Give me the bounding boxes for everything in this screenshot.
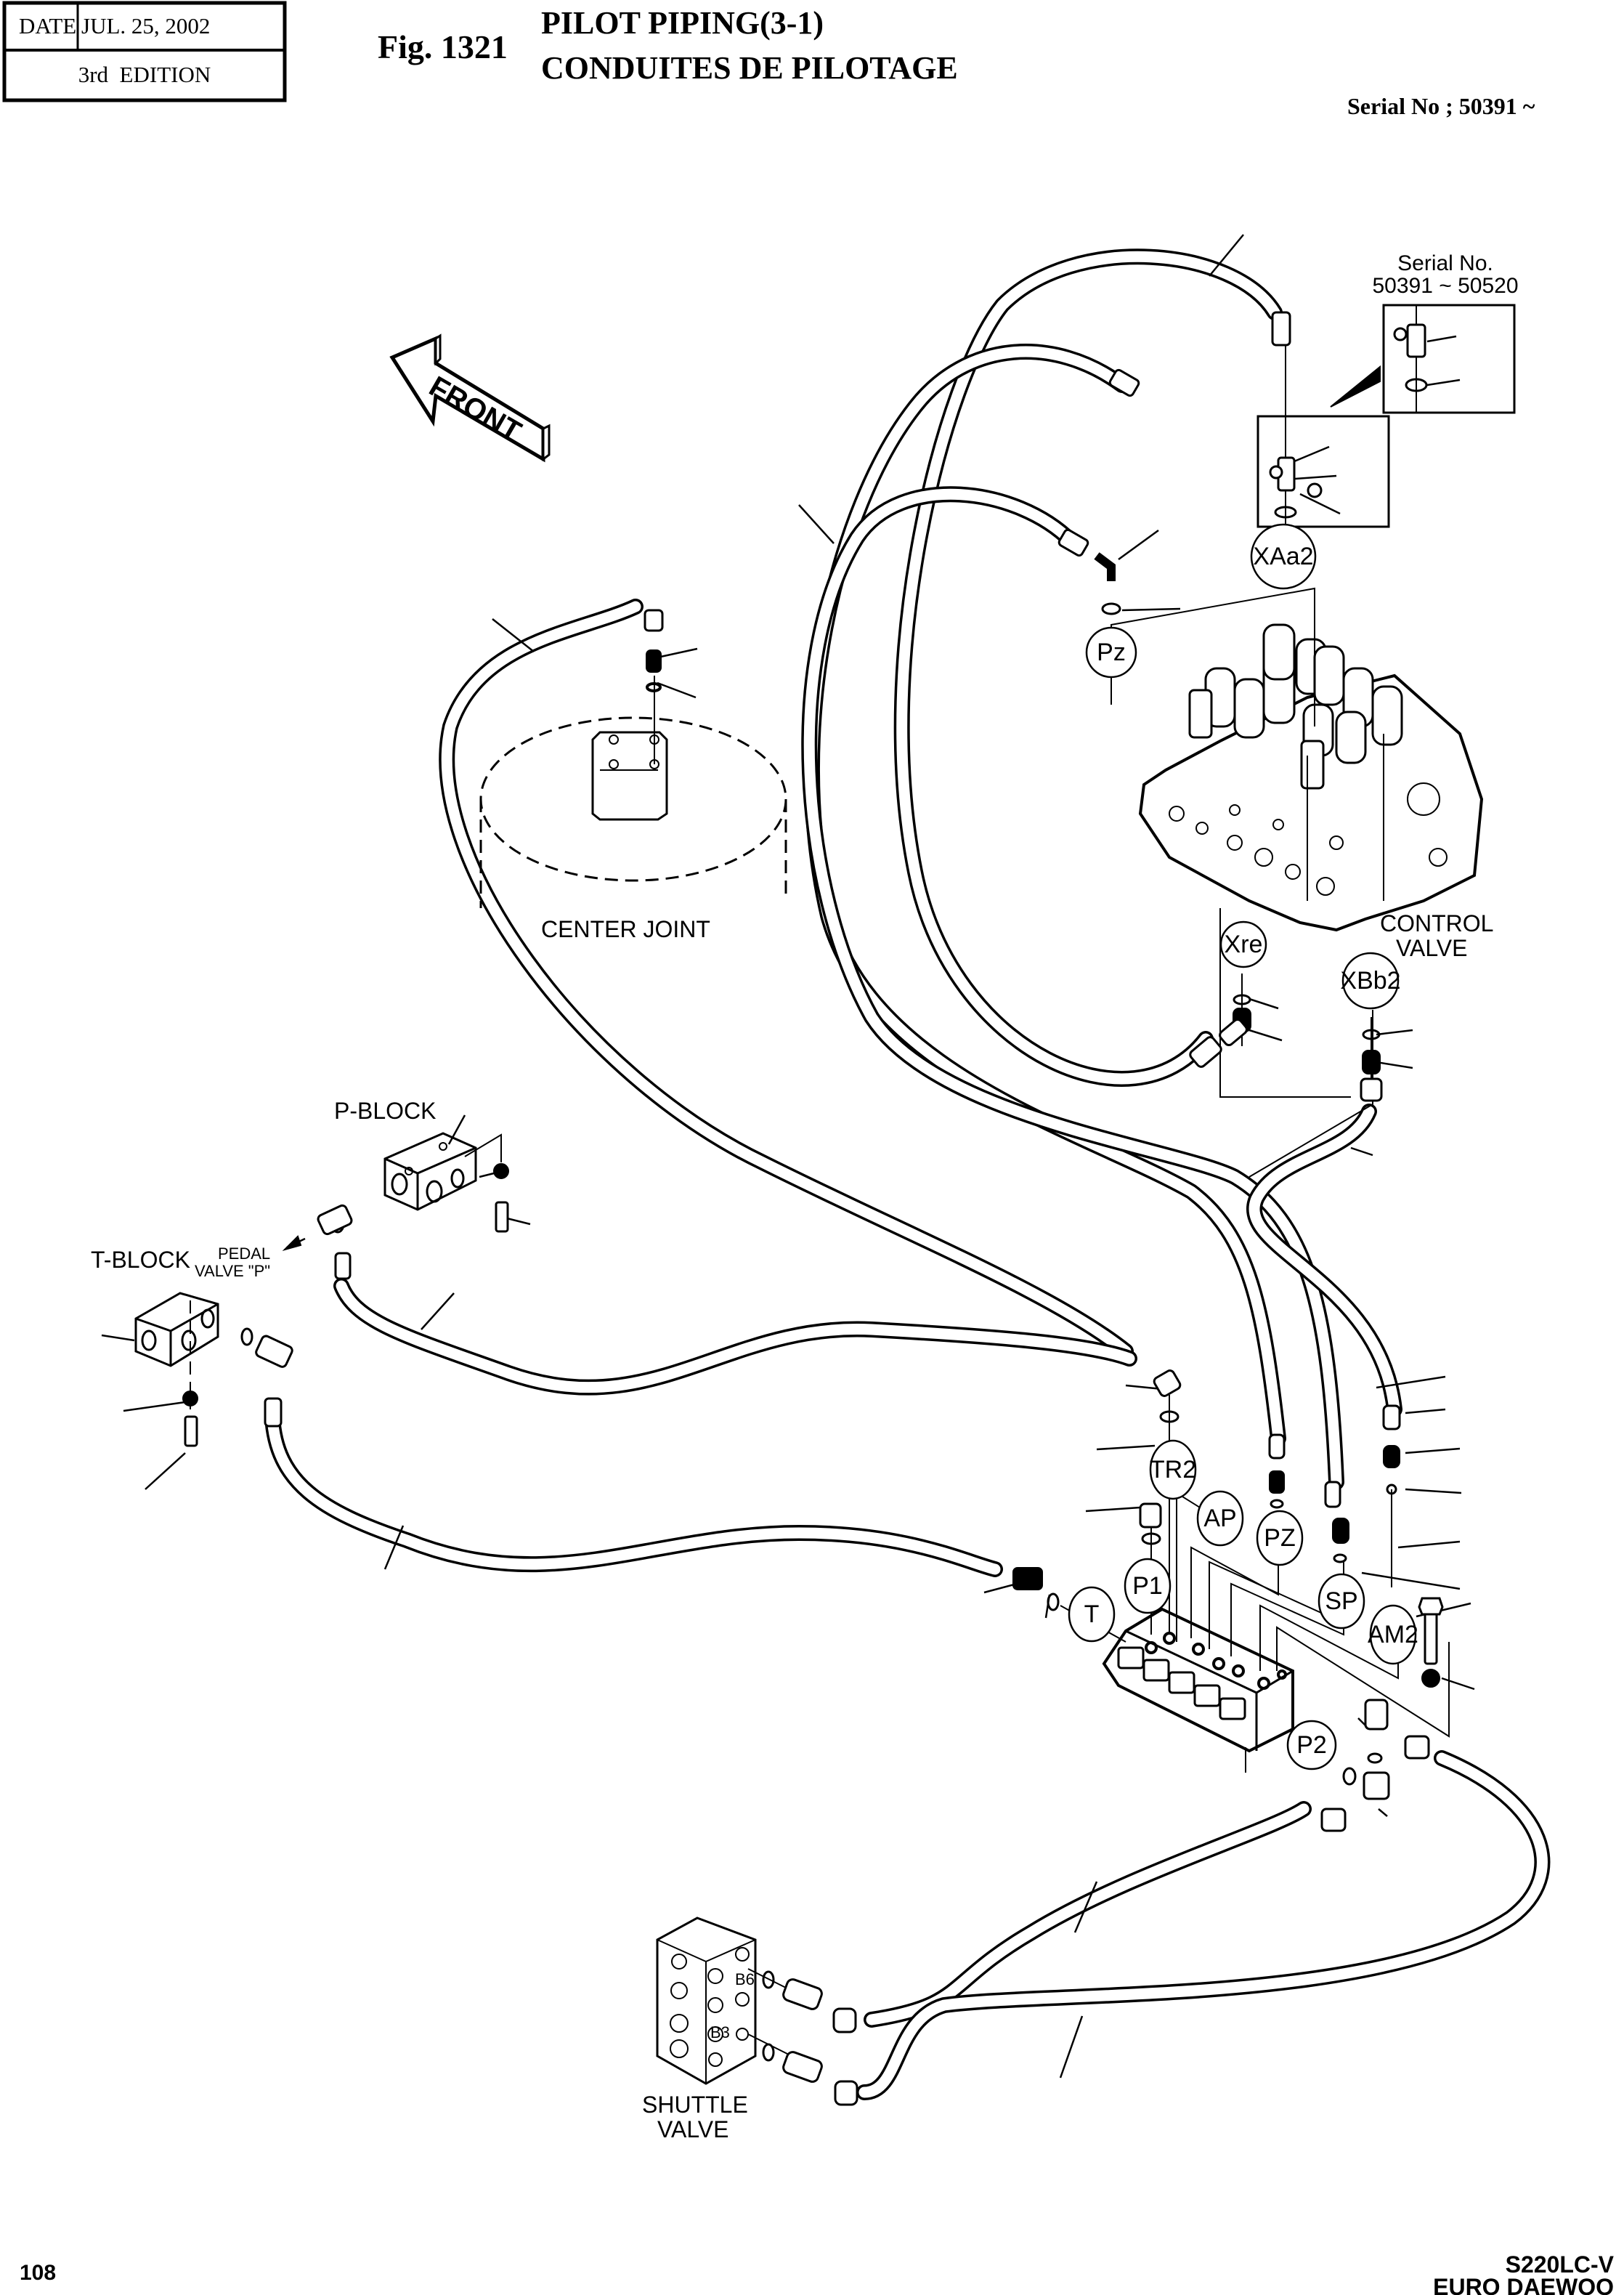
port-tr2-label: TR2 bbox=[1150, 1456, 1196, 1484]
center-joint: CENTER JOINT bbox=[479, 609, 787, 942]
port-xre-bubble: Xre bbox=[1219, 920, 1267, 968]
manifold-fittings bbox=[1012, 1369, 1444, 1832]
port-am2-label: AM2 bbox=[1368, 1621, 1418, 1648]
control-valve: CONTROL VALVE bbox=[1111, 587, 1493, 1178]
p-block: P-BLOCK PEDAL VALVE "P" bbox=[195, 1098, 509, 1280]
port-sp-bubble: SP bbox=[1318, 1573, 1365, 1630]
port-sp-label: SP bbox=[1325, 1587, 1357, 1615]
shuttle-valve-label-1: SHUTTLE bbox=[642, 2092, 748, 2118]
hose-center-joint bbox=[439, 599, 1134, 1359]
serial-inset: Serial No. 50391 ~ 50520 bbox=[1330, 251, 1519, 414]
pilot-manifold bbox=[1102, 1491, 1450, 1773]
hoses bbox=[264, 248, 1551, 2100]
port-p1-label: P1 bbox=[1132, 1572, 1163, 1600]
port-xaa2-label: XAa2 bbox=[1253, 543, 1313, 570]
t-block: T-BLOCK bbox=[91, 1247, 293, 1447]
port-pz-lower-label: Pz bbox=[1097, 639, 1126, 666]
port-xaa2-bubble: XAa2 bbox=[1250, 523, 1317, 590]
port-p2-bubble: P2 bbox=[1286, 1720, 1337, 1770]
title-french: CONDUITES DE PILOTAGE bbox=[541, 50, 958, 86]
date-edition-box: DATE JUL. 25, 2002 3rd EDITION bbox=[2, 1, 287, 102]
port-pz-lower-bubble: Pz bbox=[1085, 626, 1137, 679]
figure-number: Fig. 1321 bbox=[378, 28, 508, 65]
port-bubbles: XAa2 Pz Xre XBb2 TR2 AP PZ P1 bbox=[1068, 523, 1418, 1770]
port-b3-label: B3 bbox=[710, 2023, 730, 2041]
leader-lines bbox=[101, 234, 1475, 2079]
xaa2-fitting-detail bbox=[1256, 311, 1390, 530]
date-value: JUL. 25, 2002 bbox=[81, 13, 210, 39]
brand-name: EURO DAEWOO bbox=[1433, 2274, 1614, 2295]
port-xbb2-label: XBb2 bbox=[1340, 967, 1400, 995]
edition-label: 3rd EDITION bbox=[78, 62, 211, 87]
control-valve-fittings bbox=[1057, 368, 1383, 1102]
port-am2-bubble: AM2 bbox=[1368, 1604, 1418, 1665]
page-number: 108 bbox=[20, 2261, 56, 2285]
front-arrow-icon: FRONT bbox=[389, 333, 551, 463]
pedal-valve-label-2: VALVE "P" bbox=[195, 1262, 270, 1280]
port-xbb2-bubble: XBb2 bbox=[1340, 952, 1401, 1010]
control-valve-label-1: CONTROL bbox=[1380, 910, 1493, 936]
port-pz-upper-bubble: PZ bbox=[1256, 1510, 1304, 1566]
port-ap-label: AP bbox=[1203, 1505, 1236, 1532]
center-joint-label: CENTER JOINT bbox=[541, 916, 710, 942]
model-name: S220LC-V bbox=[1506, 2251, 1615, 2278]
p-block-label: P-BLOCK bbox=[334, 1098, 436, 1124]
inset-serial-range: 50391 ~ 50520 bbox=[1372, 274, 1518, 298]
control-valve-label-2: VALVE bbox=[1396, 935, 1467, 961]
port-xre-label: Xre bbox=[1225, 931, 1263, 958]
port-tr2-bubble: TR2 bbox=[1149, 1439, 1197, 1500]
port-b6-label: B6 bbox=[735, 1970, 755, 1988]
port-p2-label: P2 bbox=[1296, 1731, 1327, 1759]
pedal-valve-label-1: PEDAL bbox=[218, 1244, 270, 1263]
port-t-bubble: T bbox=[1068, 1586, 1116, 1643]
port-pz-upper-label: PZ bbox=[1264, 1524, 1295, 1552]
serial-range: Serial No ; 50391 ~ bbox=[1347, 93, 1535, 119]
title-english: PILOT PIPING(3-1) bbox=[541, 5, 824, 41]
hose-t-block bbox=[264, 1409, 1003, 1577]
inset-serial-label: Serial No. bbox=[1397, 251, 1493, 275]
shuttle-valve: B6 B3 SHUTTLE VALVE bbox=[642, 1916, 858, 2142]
hose-shuttle-b3 bbox=[856, 1750, 1551, 2100]
date-label: DATE bbox=[19, 13, 76, 39]
port-t-label: T bbox=[1084, 1600, 1100, 1628]
t-block-label: T-BLOCK bbox=[91, 1247, 190, 1273]
port-ap-bubble: AP bbox=[1196, 1490, 1244, 1547]
shuttle-valve-label-2: VALVE bbox=[657, 2116, 728, 2142]
port-p1-bubble: P1 bbox=[1124, 1558, 1172, 1614]
